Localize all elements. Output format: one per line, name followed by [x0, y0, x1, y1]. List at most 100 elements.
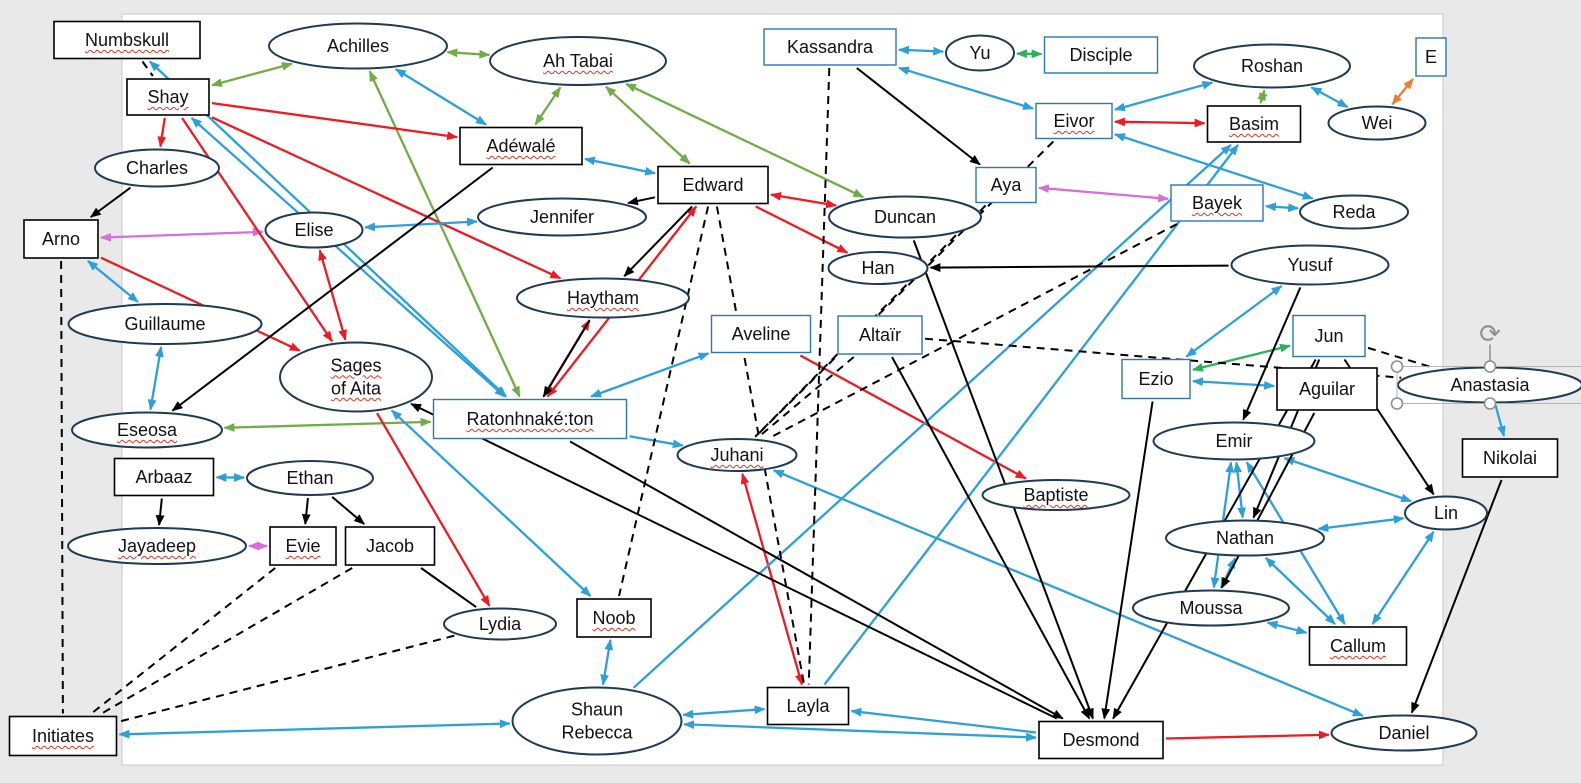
node-desmond[interactable]	[1038, 720, 1164, 760]
edge-ethan-evie[interactable]	[301, 497, 311, 526]
node-aguilar[interactable]	[1276, 367, 1378, 411]
node-callum[interactable]	[1308, 626, 1408, 666]
node-lin[interactable]	[1404, 495, 1488, 531]
node-wei[interactable]	[1327, 105, 1427, 141]
node-han[interactable]	[827, 251, 929, 285]
edge-eivor-reda[interactable]	[1113, 133, 1314, 200]
edge-eivor-roshan[interactable]	[1113, 80, 1214, 112]
edge-arbaaz-jayadeep[interactable]	[155, 498, 165, 527]
node-baptiste[interactable]	[981, 479, 1131, 511]
edge-roshan-wei[interactable]	[1310, 86, 1349, 109]
edge-yusuf-ezio[interactable]	[1185, 285, 1283, 358]
node-moussa[interactable]	[1132, 589, 1290, 627]
edge-aya-juhani[interactable]	[754, 204, 987, 438]
node-ezio[interactable]	[1121, 358, 1191, 400]
edge-achilles-ahtabai[interactable]	[446, 48, 491, 59]
edge-edward-haytham[interactable]	[623, 205, 693, 277]
edge-desmond-layla[interactable]	[850, 707, 1037, 734]
edge-lin-callum[interactable]	[1371, 530, 1435, 625]
edge-roshan-basim[interactable]	[1257, 89, 1268, 105]
edge-wei-e[interactable]	[1391, 78, 1414, 106]
edge-adewale-edward[interactable]	[583, 156, 657, 176]
edge-anastasia-nikolai[interactable]	[1494, 405, 1506, 438]
node-emir[interactable]	[1152, 421, 1316, 461]
node-e[interactable]	[1415, 37, 1447, 77]
node-aya[interactable]	[975, 166, 1037, 204]
node-layla[interactable]	[766, 686, 850, 726]
edge-edward-jennifer[interactable]	[626, 196, 656, 206]
node-edward[interactable]	[657, 165, 769, 205]
edge-ratonhnaketon-juhani[interactable]	[629, 435, 684, 449]
node-ahtabai[interactable]	[489, 36, 667, 86]
node-ethan[interactable]	[246, 460, 374, 496]
edge-ezio-aguilar[interactable]	[1191, 377, 1276, 390]
edge-charles-arno[interactable]	[89, 186, 132, 218]
edge-shaun-desmond[interactable]	[683, 720, 1038, 742]
edge-ezio-desmond[interactable]	[1101, 401, 1154, 720]
edge-arno-initiates[interactable]	[60, 260, 64, 714]
edge-evie-initiates[interactable]	[90, 567, 276, 715]
edge-yusuf-han[interactable]	[929, 263, 1229, 272]
edge-ethan-jacob[interactable]	[331, 496, 365, 525]
node-achilles[interactable]	[268, 22, 448, 70]
edge-adewale-eseosa[interactable]	[171, 166, 494, 412]
node-haytham[interactable]	[516, 277, 690, 319]
edge-edward-duncan[interactable]	[769, 191, 838, 209]
node-numbskull[interactable]	[53, 20, 201, 60]
edge-ahtabai-adewale[interactable]	[534, 86, 562, 126]
node-jennifer[interactable]	[477, 197, 647, 237]
edge-ratonhnaketon-aveline[interactable]	[590, 352, 710, 398]
edge-altair-juhani[interactable]	[757, 356, 855, 438]
node-roshan[interactable]	[1193, 43, 1351, 89]
edge-kassandra-aya[interactable]	[856, 67, 981, 166]
edge-numbskull-shay[interactable]	[141, 60, 154, 77]
edge-kassandra-layla[interactable]	[807, 67, 831, 685]
node-basim[interactable]	[1206, 105, 1302, 143]
node-nikolai[interactable]	[1461, 438, 1559, 478]
node-jacob[interactable]	[344, 526, 436, 566]
edge-initiates-shaun[interactable]	[118, 719, 511, 739]
edge-shaun-basim[interactable]	[632, 144, 1232, 689]
edge-eivor-basim[interactable]	[1113, 117, 1206, 128]
selection-handle[interactable]	[1483, 397, 1497, 410]
edge-nathan-lin[interactable]	[1317, 515, 1405, 533]
edge-sages-noob[interactable]	[390, 409, 592, 597]
edge-bayek-juhani[interactable]	[767, 223, 1178, 440]
node-yu[interactable]	[945, 34, 1015, 72]
edge-yusuf-emir[interactable]	[1242, 286, 1302, 421]
node-jun[interactable]	[1292, 314, 1366, 358]
node-initiates[interactable]	[8, 715, 118, 757]
node-noob[interactable]	[576, 598, 652, 638]
node-eseosa[interactable]	[71, 411, 223, 449]
edge-ahtabai-duncan[interactable]	[625, 82, 865, 199]
node-duncan[interactable]	[828, 195, 982, 239]
edge-elise-jennifer[interactable]	[363, 217, 478, 232]
edge-lydia-initiates[interactable]	[119, 634, 455, 723]
selection-handle[interactable]	[1483, 360, 1497, 373]
node-lydia[interactable]	[443, 607, 557, 641]
edge-kassandra-yu[interactable]	[897, 45, 945, 56]
node-nathan[interactable]	[1165, 519, 1325, 557]
edge-desmond-daniel[interactable]	[1165, 730, 1330, 740]
edge-jacob-lydia[interactable]	[420, 567, 477, 608]
edge-achilles-adewale[interactable]	[394, 68, 487, 126]
node-daniel[interactable]	[1330, 714, 1478, 752]
edge-guillaume-eseosa[interactable]	[147, 345, 164, 411]
edge-haytham-ratonhnaketon[interactable]	[542, 319, 591, 398]
edge-arno-guillaume[interactable]	[87, 260, 139, 303]
node-kassandra[interactable]	[763, 28, 897, 66]
edge-altair-desmond[interactable]	[891, 356, 1091, 720]
edge-juhani-daniel[interactable]	[772, 469, 1364, 717]
edge-moussa-callum[interactable]	[1266, 620, 1308, 635]
edge-noob-shaun[interactable]	[600, 638, 614, 686]
node-reda[interactable]	[1299, 194, 1409, 230]
node-adewale[interactable]	[459, 126, 583, 166]
node-juhani[interactable]	[676, 438, 798, 472]
edge-aveline-baptiste[interactable]	[799, 354, 1027, 480]
node-yusuf[interactable]	[1230, 244, 1390, 286]
node-elise[interactable]	[264, 211, 364, 249]
selection-handle[interactable]	[1390, 397, 1404, 410]
edge-ratonhnaketon-desmond[interactable]	[569, 440, 1064, 720]
node-charles[interactable]	[94, 148, 220, 188]
node-sages[interactable]	[279, 341, 433, 413]
